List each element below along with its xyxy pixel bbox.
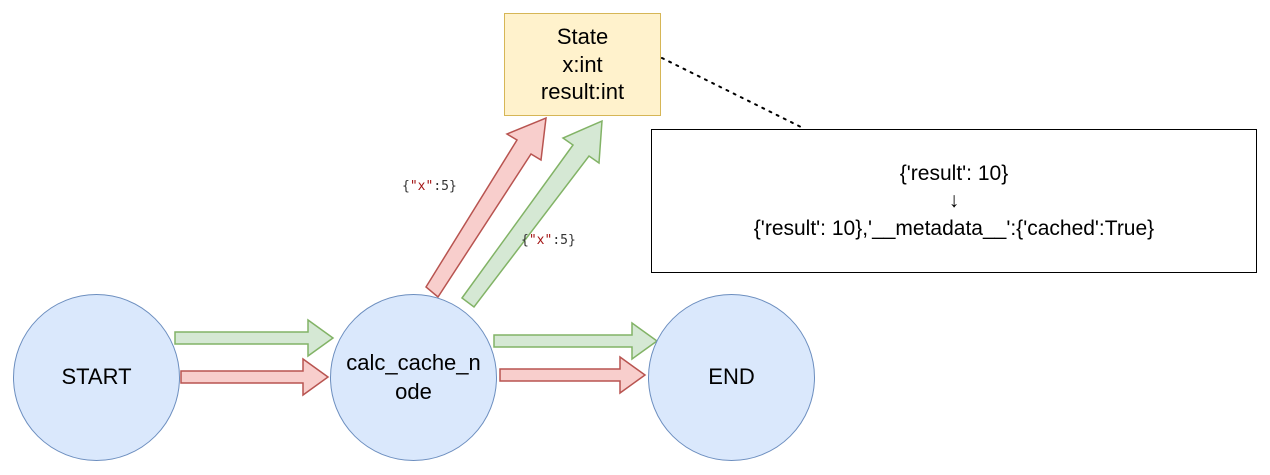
state-field-result: result:int	[540, 79, 625, 105]
end-node-label: END	[708, 364, 755, 390]
start-node[interactable]: START	[13, 294, 180, 461]
arrow-calc-to-state-red	[425, 116, 547, 299]
edge-label-red-open: {	[402, 179, 410, 194]
arrow-start-to-calc-green	[174, 318, 335, 358]
edge-label-green-open: {	[521, 233, 529, 248]
end-node[interactable]: END	[648, 294, 815, 461]
edge-label-green-key: "x"	[528, 233, 553, 248]
edge-label-green: {"x":5}	[521, 233, 576, 248]
note-line-2: {'result': 10},'__metadata__':{'cached':…	[753, 216, 1155, 240]
calc-cache-node-label: calc_cache_node	[346, 349, 481, 404]
edge-label-green-rest: :5}	[552, 233, 576, 248]
state-field-x: x:int	[562, 51, 603, 77]
arrow-calc-to-state-green	[460, 119, 603, 309]
calc-cache-node[interactable]: calc_cache_node	[330, 294, 497, 461]
start-node-label: START	[61, 364, 132, 390]
arrow-start-to-calc-red	[180, 357, 330, 397]
edge-label-red-key: "x"	[409, 179, 434, 194]
edge-label-red-rest: :5}	[433, 179, 457, 194]
note-box[interactable]: {'result': 10} ↓ {'result': 10},'__metad…	[651, 129, 1257, 273]
dotted-connector	[661, 57, 806, 130]
note-arrow: ↓	[948, 189, 960, 213]
note-line-1: {'result': 10}	[899, 162, 1009, 186]
state-title: State	[556, 24, 609, 50]
edge-label-red: {"x":5}	[402, 179, 457, 194]
arrow-calc-to-end-red	[499, 355, 647, 395]
state-box[interactable]: State x:int result:int	[504, 13, 661, 116]
arrow-calc-to-end-green	[493, 321, 659, 361]
